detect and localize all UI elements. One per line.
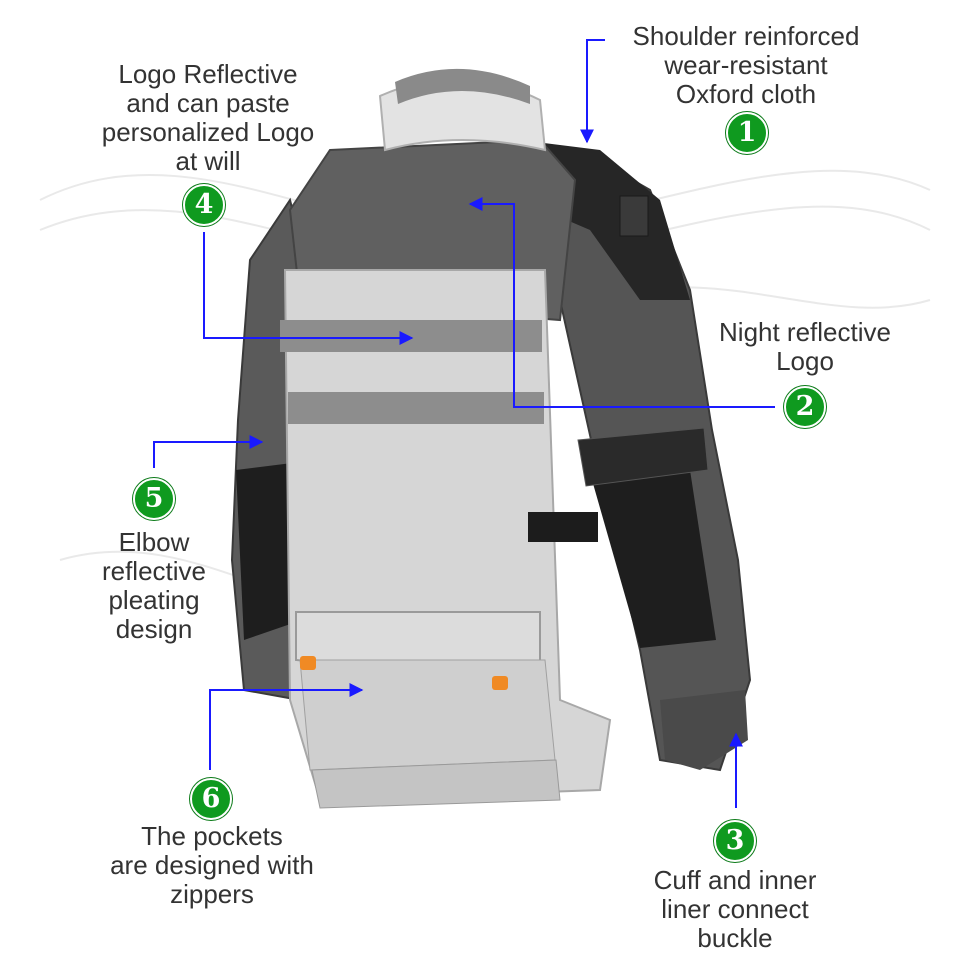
callout-2-text: Night reflective Logo (700, 318, 910, 376)
callout-5-arrow (153, 435, 264, 468)
jacket-hem (311, 759, 561, 809)
callout-6-badge: 6 (190, 778, 232, 820)
callout-2-line-2: Logo (776, 346, 834, 376)
callout-5-line-1: Elbow (118, 527, 190, 557)
callout-6-line-1: The pockets (141, 821, 283, 851)
pocket-body (299, 659, 556, 771)
callout-1-line-2: wear-resistant (664, 50, 828, 80)
callout-4-line-1: Logo Reflective (118, 59, 298, 89)
right-elbow-pleats (577, 427, 709, 487)
callout-3-line-1: Cuff and inner (653, 865, 817, 895)
callout-1-arrow (580, 39, 605, 144)
callout-6-line-2: are designed with (110, 850, 314, 880)
right-cuff (660, 690, 748, 770)
callout-1-line-3: Oxford cloth (675, 79, 817, 109)
callout-1-line-1: Shoulder reinforced (632, 21, 860, 51)
callout-1-text: Shoulder reinforced wear-resistant Oxfor… (612, 22, 880, 109)
callout-2-arrow (468, 197, 775, 408)
callout-4-line-2: and can paste (126, 88, 290, 118)
side-strap (528, 512, 598, 542)
shoulder-patch (619, 195, 649, 237)
callout-5-line-3: pleating (108, 585, 200, 615)
reflective-stripe-upper (280, 320, 542, 352)
callout-1-badge: 1 (726, 112, 768, 154)
callout-5-line-4: design (115, 614, 193, 644)
callout-2-badge: 2 (784, 386, 826, 428)
callout-3-badge: 3 (714, 820, 756, 862)
callout-4-line-3: personalized Logo (101, 117, 315, 147)
pocket-buckle-left (300, 656, 316, 670)
callout-5-line-2: reflective (101, 556, 207, 586)
callout-6-line-3: zippers (170, 879, 254, 909)
left-elbow-panel (236, 462, 302, 640)
callout-6-text: The pockets are designed with zippers (88, 822, 336, 909)
jacket-back-view (230, 68, 752, 809)
callout-6-arrow (209, 683, 364, 770)
right-elbow-panel (592, 470, 716, 648)
callout-arrows (153, 39, 775, 808)
callout-3-text: Cuff and inner liner connect buckle (632, 866, 838, 953)
callout-4-badge: 4 (183, 184, 225, 226)
callout-4-arrow (203, 232, 414, 345)
callout-5-text: Elbow reflective pleating design (84, 528, 224, 644)
callout-2-line-1: Night reflective (719, 317, 891, 347)
pocket-buckle-right (492, 676, 508, 690)
callout-4-line-4: at will (175, 146, 241, 176)
callout-5-badge: 5 (133, 478, 175, 520)
collar-band (395, 68, 530, 104)
callout-3-line-2: liner connect (661, 894, 809, 924)
reflective-stripe-lower (288, 392, 544, 424)
callout-4-text: Logo Reflective and can paste personaliz… (80, 60, 336, 176)
callout-3-line-3: buckle (697, 923, 773, 953)
